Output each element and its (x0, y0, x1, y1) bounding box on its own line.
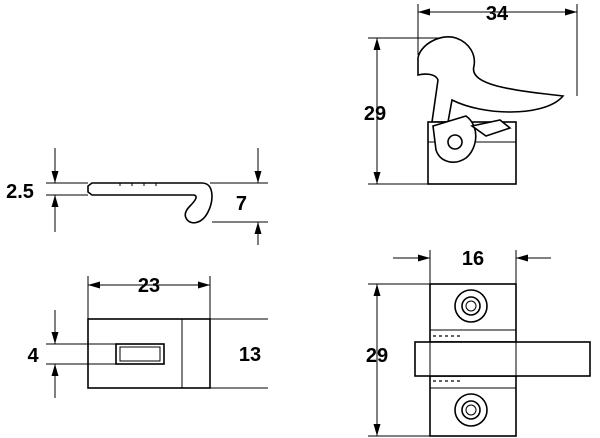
catch-lever-tail (470, 119, 512, 137)
dim-keeper-height: 13 (239, 344, 261, 366)
keeper-slot (115, 343, 165, 365)
upper-screw-hole-core (465, 300, 477, 312)
dim-keeper-hook-height: 7 (236, 193, 247, 215)
keeper-profile-outline (87, 182, 213, 224)
dim-front-width: 16 (462, 248, 484, 270)
dim-keeper-thickness: 2.5 (6, 181, 34, 203)
upper-screw-hole-inner (461, 296, 481, 316)
keeper-side-profile: 2.5 7 (6, 148, 268, 245)
lower-screw-hole-inner (461, 400, 481, 420)
dim-top-width: 34 (486, 3, 509, 25)
catch-side-view: 34 29 (364, 3, 578, 185)
dim-keeper-width: 23 (138, 275, 160, 297)
horizontal-bar (414, 341, 591, 377)
catch-front-view: 16 29 (366, 248, 591, 437)
lower-screw-hole-core (465, 404, 477, 416)
keeper-slot-inner (119, 346, 161, 362)
pivot-screw (447, 134, 463, 150)
dim-front-height: 29 (366, 345, 388, 367)
dim-keeper-slot-height: 4 (27, 345, 39, 367)
dim-top-height: 29 (364, 103, 386, 125)
keeper-front-view: 23 4 13 (27, 275, 268, 398)
catch-lever-outline (417, 36, 565, 123)
